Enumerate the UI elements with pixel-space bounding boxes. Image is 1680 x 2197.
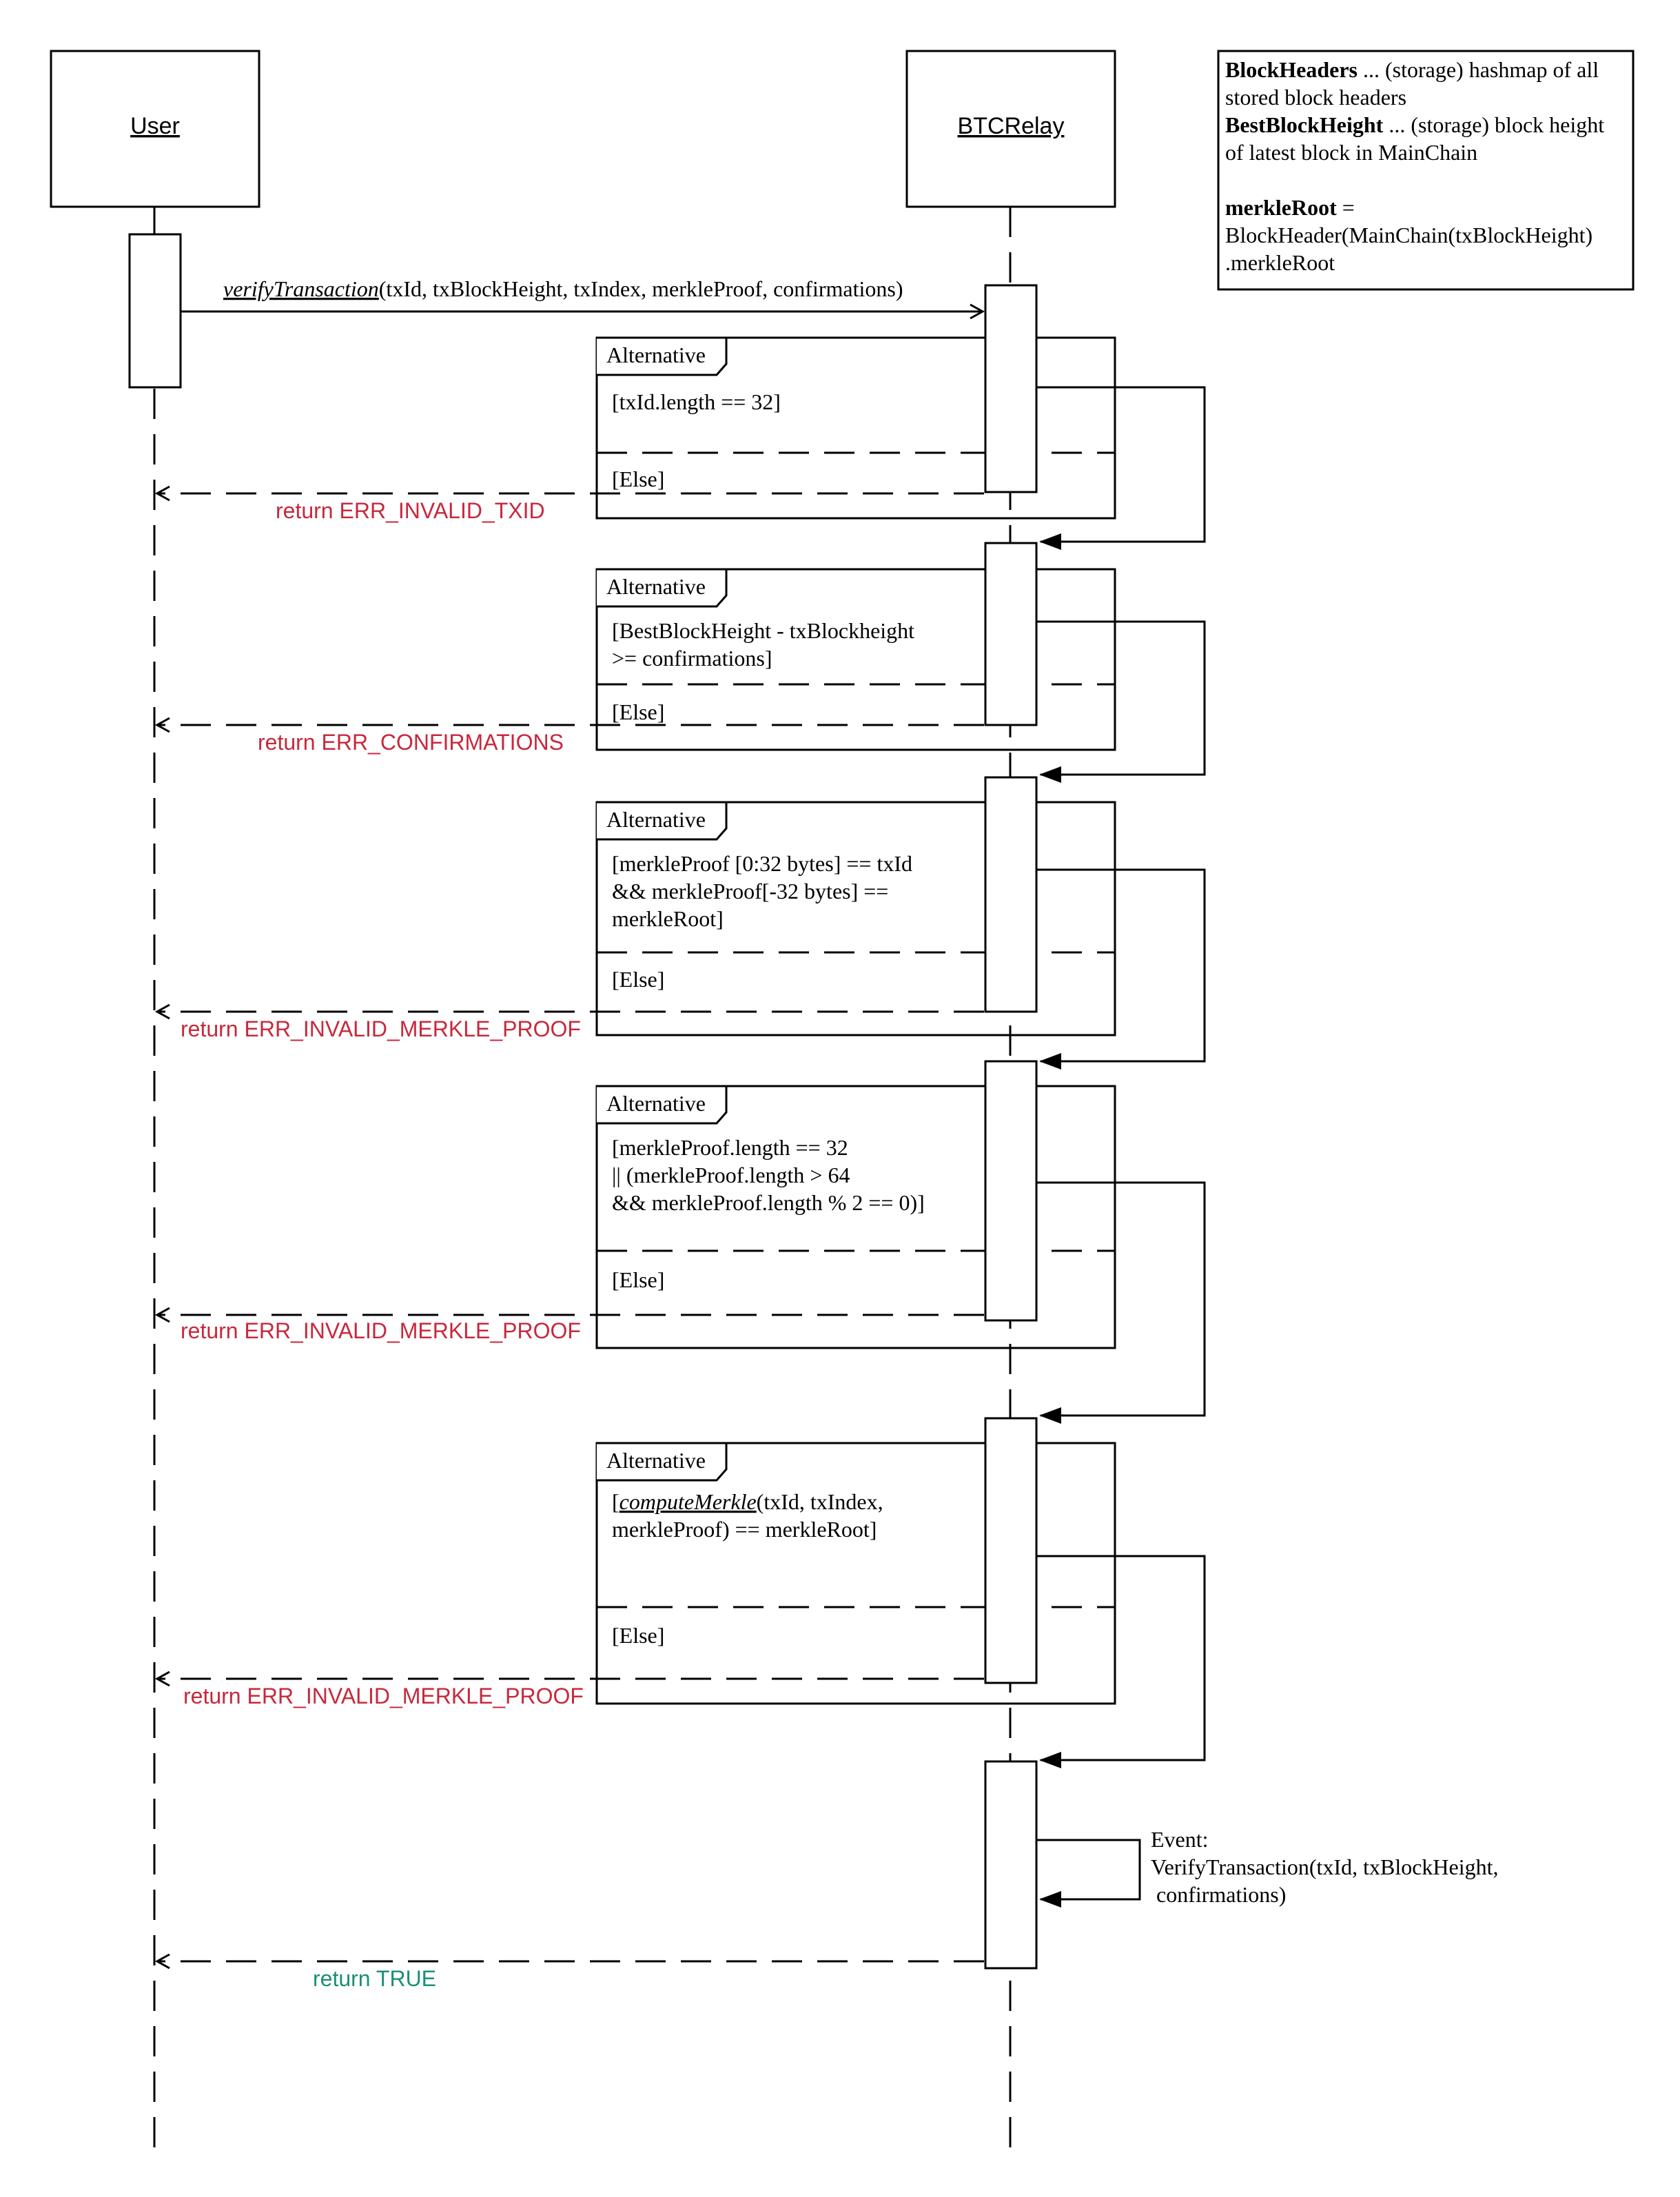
alt-fragment-label: Alternative (606, 807, 706, 832)
alt-fragment-guard: [merkleProof [0:32 bytes] == txId (612, 851, 912, 876)
alt-fragment-guard: || (merkleProof.length > 64 (612, 1163, 850, 1187)
alt-fragment-guard: [BestBlockHeight - txBlockheight (612, 618, 914, 643)
user-participant-label: User (130, 113, 180, 139)
return-error-label: return ERR_INVALID_MERKLE_PROOF (183, 1684, 584, 1708)
btcrelay-activation-bar (984, 284, 1038, 493)
guard-bracket-open: [ (612, 1489, 619, 1514)
alt-fragment-compute-merkle: Alternative [computeMerkle(txId, txIndex… (595, 1442, 1116, 1705)
btcrelay-activation-bar (984, 1060, 1038, 1322)
event-label: Event: (1151, 1827, 1209, 1852)
self-call-arrow (1036, 1181, 1206, 1424)
alt-fragment-label: Alternative (606, 343, 706, 367)
note-bestblockheight-desc: ... (storage) block height (1383, 112, 1604, 137)
btcrelay-activation-bar (984, 1760, 1038, 1970)
return-error-label: return ERR_INVALID_MERKLE_PROOF (181, 1318, 581, 1343)
note-merkleroot-desc-2: BlockHeader(MainChain(txBlockHeight) (1225, 223, 1592, 247)
note-merkleroot-term: merkleRoot (1225, 195, 1337, 220)
note-blockheaders-desc: ... (storage) hashmap of all (1358, 57, 1599, 82)
alt-fragment-guard: [merkleProof.length == 32 (612, 1135, 848, 1160)
btcrelay-participant-label: BTCRelay (958, 113, 1065, 139)
alt-fragment-guard: && merkleProof.length % 2 == 0)] (612, 1190, 925, 1215)
btcrelay-activation-bar (984, 542, 1038, 726)
alt-fragment-guard: [txId.length == 32] (612, 389, 781, 414)
note-bestblockheight-term: BestBlockHeight (1225, 112, 1384, 137)
alt-fragment-guard: merkleRoot] (612, 906, 724, 931)
alt-fragment-guard: [computeMerkle(txId, txIndex, (612, 1489, 883, 1514)
user-participant: User (50, 50, 260, 208)
alt-fragment-else-label: [Else] (612, 1623, 664, 1648)
alt-fragment-label: Alternative (606, 1448, 706, 1473)
user-activation-bar (128, 233, 182, 389)
svg-text:BlockHeaders ... (storage) has: BlockHeaders ... (storage) hashmap of al… (0, 0, 1643, 275)
alt-fragment-guard: && merkleProof[-32 bytes] == (612, 879, 888, 903)
self-call-arrow (1036, 868, 1206, 1070)
alt-fragment-else-label: [Else] (612, 467, 664, 491)
self-call-arrow (1036, 620, 1206, 783)
note-blockheaders-term: BlockHeaders (1225, 57, 1358, 82)
self-call-arrow (1036, 1555, 1206, 1768)
alt-fragment-else-label: [Else] (612, 967, 664, 992)
event-label: VerifyTransaction(txId, txBlockHeight, (1151, 1854, 1499, 1879)
note-merkleroot-desc: = (1337, 195, 1355, 220)
alt-fragment-label: Alternative (606, 1091, 706, 1116)
return-error-label: return ERR_INVALID_TXID (276, 498, 545, 523)
note-merkleroot-desc-3: .merkleRoot (1225, 250, 1335, 275)
verify-transaction-call-label: verifyTransaction(txId, txBlockHeight, t… (223, 276, 903, 301)
btcrelay-activation-bar (984, 776, 1038, 1013)
compute-merkle-method: computeMerkle (619, 1489, 757, 1514)
return-error-label: return ERR_INVALID_MERKLE_PROOF (181, 1016, 581, 1041)
note-box: BlockHeaders ... (storage) hashmap of al… (0, 0, 1643, 291)
verify-transaction-method: verifyTransaction (223, 276, 379, 301)
alt-fragment-else-label: [Else] (612, 699, 664, 724)
alt-fragment-label: Alternative (606, 574, 706, 599)
alt-fragment-guard: merkleProof) == merkleRoot] (612, 1517, 877, 1542)
return-true-label: return TRUE (313, 1966, 436, 1991)
self-call-arrow (1036, 386, 1206, 550)
alt-fragment-guard: >= confirmations] (612, 646, 772, 671)
return-error-label: return ERR_CONFIRMATIONS (258, 730, 564, 755)
verify-transaction-params: (txId, txBlockHeight, txIndex, merklePro… (379, 276, 903, 301)
btcrelay-activation-bar (984, 1417, 1038, 1684)
btcrelay-participant: BTCRelay (905, 50, 1116, 208)
alt-fragment-else-label: [Else] (612, 1267, 664, 1292)
event-label: confirmations) (1151, 1882, 1286, 1907)
guard-args: (txId, txIndex, (757, 1489, 883, 1514)
note-bestblockheight-desc-2: of latest block in MainChain (1225, 140, 1477, 165)
event-self-call-arrow (1036, 1839, 1141, 1908)
note-blockheaders-desc-2: stored block headers (1225, 85, 1406, 110)
